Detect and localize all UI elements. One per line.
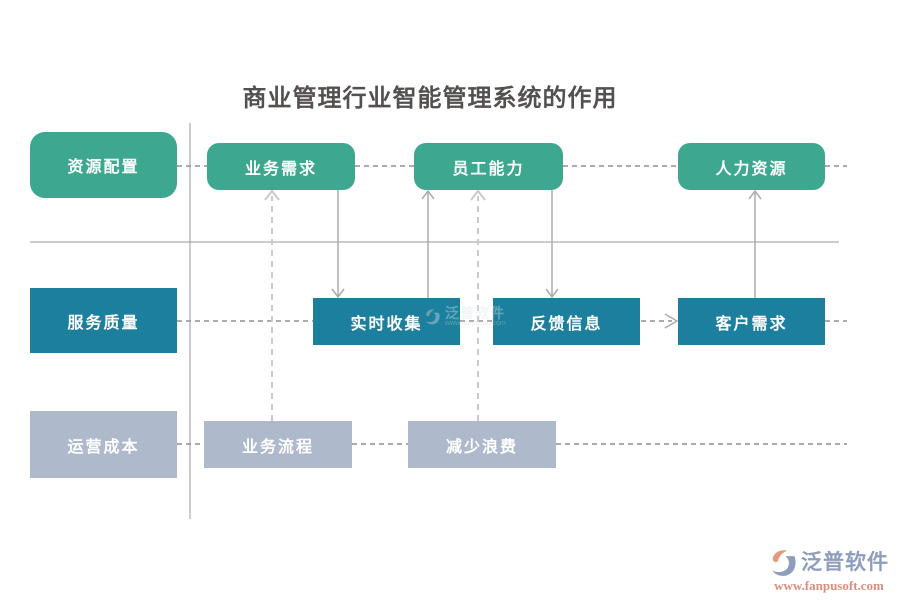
row-header-service-quality: 服务质量 bbox=[30, 288, 177, 353]
node-employee-ability: 员工能力 bbox=[414, 143, 563, 190]
node-human-resources: 人力资源 bbox=[678, 143, 825, 190]
watermark-url-text: www.fanpusoft.com bbox=[445, 320, 506, 327]
row-header-operating-cost: 运营成本 bbox=[30, 411, 177, 478]
connector-reduce-waste-to-employee-ability bbox=[470, 189, 486, 421]
node-customer-needs: 客户需求 bbox=[678, 298, 825, 345]
row-header-label: 运营成本 bbox=[67, 438, 140, 456]
node-label: 实时收集 bbox=[350, 315, 423, 333]
watermark-brand-text: 泛普软件 bbox=[801, 551, 889, 574]
connector-customer-needs-to-human-resources bbox=[748, 189, 762, 298]
watermark-brand-text: 泛普软件 bbox=[445, 305, 505, 321]
node-business-needs: 业务需求 bbox=[207, 143, 355, 190]
node-label: 客户需求 bbox=[715, 315, 788, 333]
watermark-url-text: www.fanpusoft.com bbox=[774, 578, 884, 593]
row-header-label: 服务质量 bbox=[67, 314, 140, 332]
diagram-title: 商业管理行业智能管理系统的作用 bbox=[242, 86, 618, 112]
node-feedback-info: 反馈信息 bbox=[493, 298, 640, 345]
row-header-resource-allocation: 资源配置 bbox=[30, 132, 177, 198]
fanpu-logo-icon bbox=[426, 309, 440, 325]
node-label: 员工能力 bbox=[452, 160, 525, 178]
row-header-label: 资源配置 bbox=[67, 159, 140, 176]
watermark-bottom-right: 泛普软件 www.fanpusoft.com bbox=[763, 548, 895, 592]
node-label: 业务需求 bbox=[244, 160, 317, 178]
connector-realtime-collection-to-employee-ability bbox=[421, 189, 435, 298]
connector-employee-ability-to-feedback-info bbox=[545, 190, 559, 299]
watermark-center: 泛普软件 www.fanpusoft.com bbox=[424, 306, 506, 327]
connector-feedback-info-to-customer-needs bbox=[641, 313, 679, 329]
node-label: 业务流程 bbox=[241, 438, 314, 456]
node-reduce-waste: 减少浪费 bbox=[408, 421, 556, 468]
node-business-process: 业务流程 bbox=[204, 421, 352, 468]
node-label: 人力资源 bbox=[715, 160, 788, 178]
connector-business-process-to-business-needs bbox=[264, 189, 280, 421]
connector-business-needs-to-realtime-collection bbox=[331, 190, 345, 299]
node-label: 减少浪费 bbox=[445, 438, 518, 456]
node-realtime-collection: 实时收集 bbox=[313, 298, 460, 345]
node-label: 反馈信息 bbox=[530, 315, 603, 333]
fanpu-logo-icon bbox=[772, 550, 796, 576]
